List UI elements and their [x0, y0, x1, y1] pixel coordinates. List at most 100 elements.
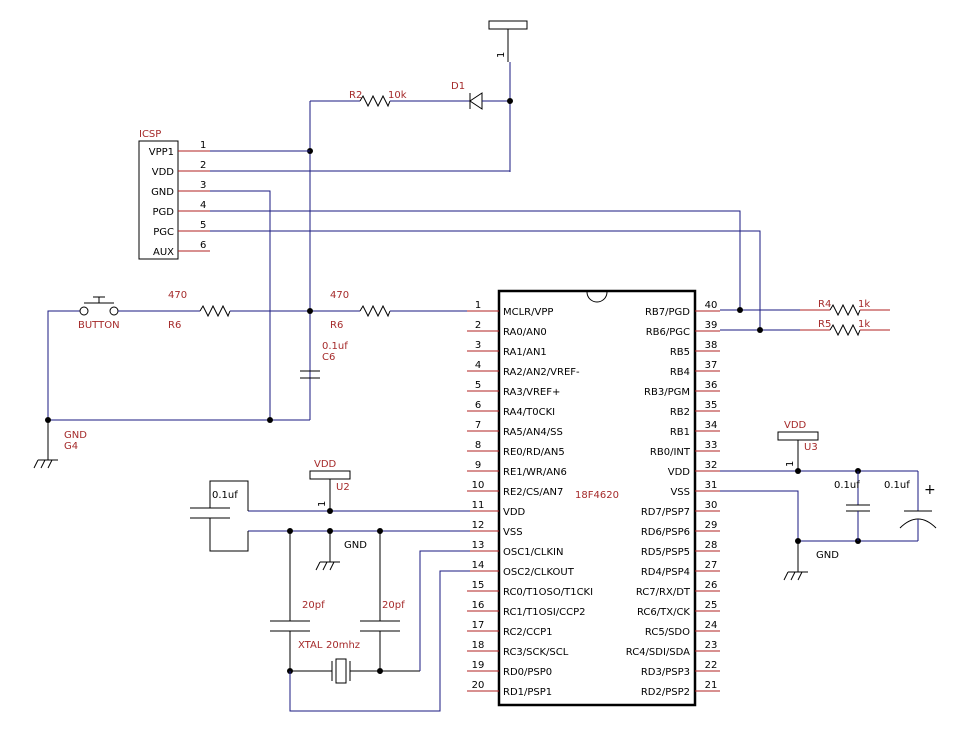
ic-pin-number: 24: [705, 620, 718, 631]
xtal-ref: XTAL: [298, 640, 323, 651]
r6-right-resistor-symbol: [359, 304, 391, 318]
ic-pin-name: RC2/CCP1: [503, 627, 553, 638]
gnd-right-hatch: [783, 571, 789, 581]
ic-pin-name: RD2/PSP2: [641, 687, 690, 698]
u2-net: VDD: [314, 459, 337, 470]
ic-pin-name: RB7/PGD: [645, 307, 690, 318]
ic-pin-number: 31: [705, 480, 718, 491]
junction-dot: [307, 308, 313, 314]
ic-pin-number: 35: [705, 400, 718, 411]
ic-pin-number: 4: [475, 360, 481, 371]
ic-pin-name: RB6/PGC: [646, 327, 690, 338]
ic-pin-number: 17: [472, 620, 485, 631]
gnd-center-hatch: [322, 561, 328, 571]
ic-pin-number: 22: [705, 660, 718, 671]
ic-pin-number: 14: [472, 560, 485, 571]
icsp-pins: VPP1 1 VDD 2 GND 3 PGD 4 PGC 5 AUX 6: [149, 140, 210, 258]
g4-ground-hatch: [47, 459, 53, 469]
icsp-pin-number: 4: [200, 200, 206, 211]
ic-pin-name: RA2/AN2/VREF-: [503, 367, 580, 378]
u3-net: VDD: [784, 420, 807, 431]
g4-ground-hatch: [33, 459, 39, 469]
c6-value: 0.1uf: [322, 341, 348, 352]
ic-pin-name: RC5/SDO: [645, 627, 690, 638]
ic-pin-number: 30: [705, 500, 718, 511]
icsp-pin-name: PGD: [153, 207, 175, 218]
xtal-crystal-body: [335, 658, 347, 684]
gnd-right-hatch: [790, 571, 796, 581]
ic-pin-name: RC3/SCK/SCL: [503, 647, 569, 658]
u2-supply-box: [309, 470, 351, 480]
c-left-value: 0.1uf: [212, 490, 238, 501]
junction-dot: [737, 307, 743, 313]
icsp-pin-number: 3: [200, 180, 206, 191]
r4-value: 1k: [858, 299, 870, 310]
ic-pin-number: 21: [705, 680, 718, 691]
icsp-gnd-wire: [210, 190, 271, 420]
button-left-wire: [47, 310, 80, 420]
g4-ground-hatch: [40, 459, 46, 469]
ic-pin-number: 12: [472, 520, 485, 531]
ic-pin-name: OSC1/CLKIN: [503, 547, 563, 558]
r5-value: 1k: [858, 319, 870, 330]
icsp-title: ICSP: [139, 129, 161, 140]
ic-pin-name: RB3/PGM: [644, 387, 690, 398]
u2-pin-number: 1: [317, 501, 328, 507]
c-left-lead-bottom: [209, 518, 249, 552]
gnd-center-hatch: [329, 561, 335, 571]
ic-pin-number: 8: [475, 440, 481, 451]
icsp-pin-4: PGD 4: [153, 200, 210, 218]
ic-pin-name: VDD: [503, 507, 526, 518]
d1-ref: D1: [451, 81, 465, 92]
ic-notch: [586, 291, 608, 303]
junction-dot: [377, 668, 383, 674]
u3-pin-number: 1: [785, 461, 796, 467]
ic-pin-number: 38: [705, 340, 718, 351]
top-supply-pin-box: [488, 20, 528, 30]
ic-pin-number: 2: [475, 320, 481, 331]
osc1-wire: [419, 550, 470, 671]
ic-pin-number: 13: [472, 540, 485, 551]
ic-pin-name: RA3/VREF+: [503, 387, 560, 398]
c-right2-value: 0.1uf: [884, 480, 910, 491]
ic-pin-number: 7: [475, 420, 481, 431]
ic-pin-name: RE0/RD/AN5: [503, 447, 565, 458]
c-right1-value: 0.1uf: [834, 480, 860, 491]
g4-ref: G4: [64, 441, 78, 452]
ic-part-number: 18F4620: [575, 490, 619, 501]
ic-pin-number: 28: [705, 540, 718, 551]
icsp-pgc-wire: [210, 230, 761, 330]
u3-supply-box: [777, 431, 819, 441]
r4-resistor-symbol: [829, 303, 861, 317]
icsp-pin-1: VPP1 1: [149, 140, 210, 158]
icsp-pin-name: PGC: [153, 227, 174, 238]
ic-pin-number: 18: [472, 640, 485, 651]
r6-left-resistor-symbol: [199, 304, 231, 318]
ic-pin-name: RE1/WR/AN6: [503, 467, 567, 478]
c6-ref: C6: [322, 352, 335, 363]
ic-pin-name: RB1: [670, 427, 690, 438]
ic-pin-name: RC4/SDI/SDA: [626, 647, 690, 658]
ic-pin-number: 32: [705, 460, 718, 471]
ic-pin-number: 20: [472, 680, 485, 691]
ic-pin-number: 40: [705, 300, 718, 311]
ic-pin-number: 27: [705, 560, 718, 571]
r6-left-value: 470: [168, 290, 187, 301]
ic-pin-number: 11: [472, 500, 485, 511]
ic-pin-number: 15: [472, 580, 485, 591]
ic-pin-name: RD3/PSP3: [641, 667, 690, 678]
junction-dot: [327, 508, 333, 514]
c-left-lead-top: [209, 480, 249, 511]
r6-left-ref: R6: [168, 320, 181, 331]
ic-pin-name: RA5/AN4/SS: [503, 427, 563, 438]
ic-pins: 1MCLR/VPP2RA0/AN03RA1/AN14RA2/AN2/VREF-5…: [467, 300, 720, 698]
r2-ref: R2: [349, 90, 362, 101]
c20-right-value: 20pf: [382, 600, 405, 611]
ic-pin-number: 5: [475, 380, 481, 391]
r6-right-value: 470: [330, 290, 349, 301]
ic-pin-name: OSC2/CLKOUT: [503, 567, 575, 578]
icsp-pin-number: 6: [200, 240, 206, 251]
c20-left-value: 20pf: [302, 600, 325, 611]
r6-right-ref: R6: [330, 320, 343, 331]
